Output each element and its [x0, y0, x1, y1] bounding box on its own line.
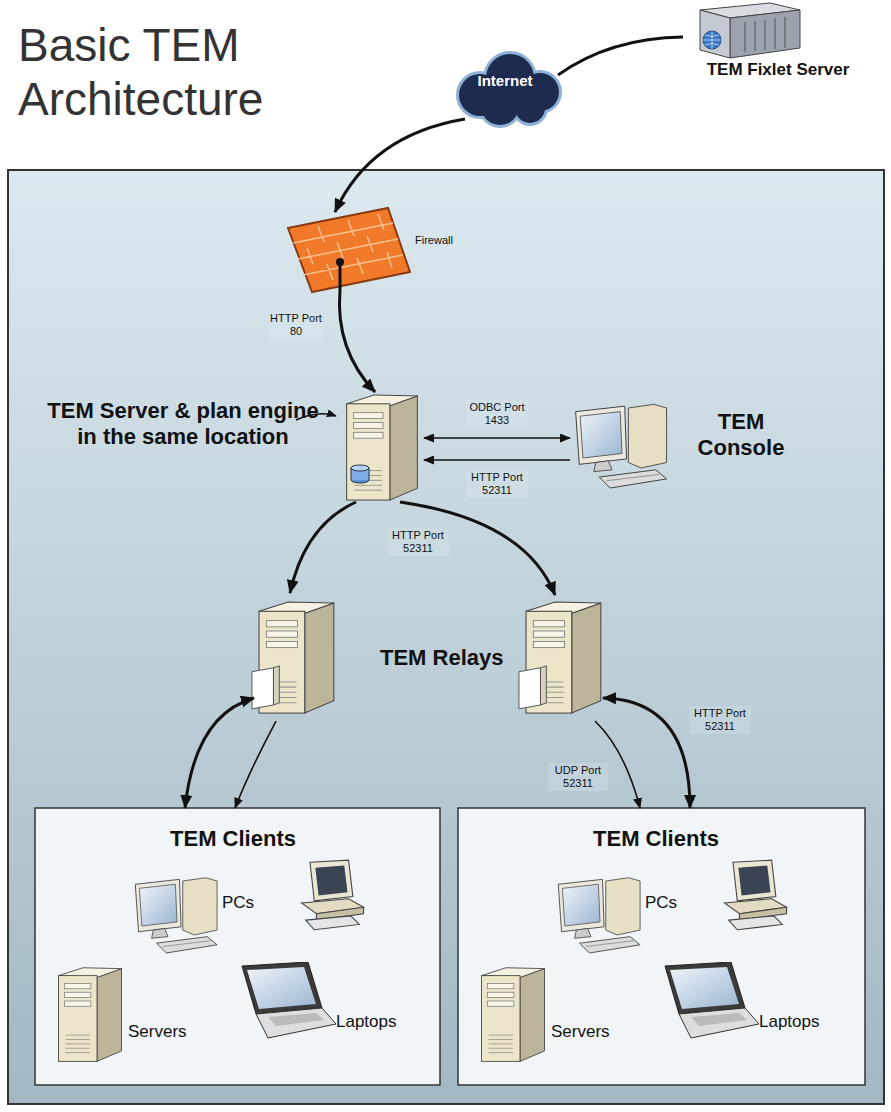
device-label: Laptops — [759, 1012, 820, 1032]
edge-label: UDP Port 52311 — [548, 763, 608, 791]
callout-text: TEM Server & plan engine in the same loc… — [42, 398, 324, 451]
edge-label: HTTP Port 52311 — [387, 528, 449, 556]
edge-label: HTTP Port 52311 — [466, 470, 528, 498]
client-group: TEM Clients — [458, 808, 865, 1085]
connector — [339, 290, 375, 392]
connector — [424, 459, 570, 461]
relay-icon — [252, 602, 334, 713]
connector — [603, 698, 690, 808]
connector — [185, 698, 254, 808]
device-label: PCs — [645, 893, 677, 913]
connector — [335, 119, 465, 212]
device-label: Servers — [128, 1022, 187, 1042]
relay-node — [517, 593, 605, 723]
internet-cloud — [456, 51, 562, 128]
diagram-title: Basic TEM Architecture — [18, 18, 318, 127]
fixlet-server-icon — [700, 3, 800, 58]
server-node: TEM Fixlet Server — [680, 2, 880, 86]
device-label: Laptops — [336, 1012, 397, 1032]
device-label: Servers — [551, 1022, 610, 1042]
node-label: Internet — [450, 72, 560, 90]
node-label: Firewall — [415, 234, 467, 247]
connector — [558, 37, 683, 75]
connector — [235, 721, 276, 808]
node-label: TEM Fixlet Server — [680, 60, 876, 80]
client-icons — [59, 860, 787, 1061]
node-label: TEM Clients — [35, 826, 431, 852]
connector — [290, 502, 356, 593]
firewall-icon — [288, 208, 410, 292]
node-label: TEM Clients — [458, 826, 854, 852]
server-icon — [347, 395, 418, 500]
client-group-box — [35, 808, 440, 1085]
network-band — [8, 170, 884, 1104]
edge-label: HTTP Port 80 — [270, 311, 322, 339]
relay-icon — [519, 602, 601, 713]
client-group: TEM Clients — [35, 808, 440, 1085]
server-node — [338, 392, 424, 502]
device-label: PCs — [222, 893, 254, 913]
console-icon — [576, 404, 667, 488]
edge-label: HTTP Port 52311 — [689, 706, 751, 734]
node-label: TEM Console — [685, 409, 797, 462]
connector — [424, 437, 570, 439]
console-node: TEM Console — [570, 395, 800, 505]
edge-label: ODBC Port 1433 — [466, 400, 528, 428]
node-label: TEM Relays — [380, 645, 510, 671]
firewall-node: Firewall — [285, 208, 470, 296]
client-group-box — [458, 808, 865, 1085]
cloud-node: Internet — [450, 45, 562, 125]
relay-node: TEM Relays — [250, 593, 512, 723]
